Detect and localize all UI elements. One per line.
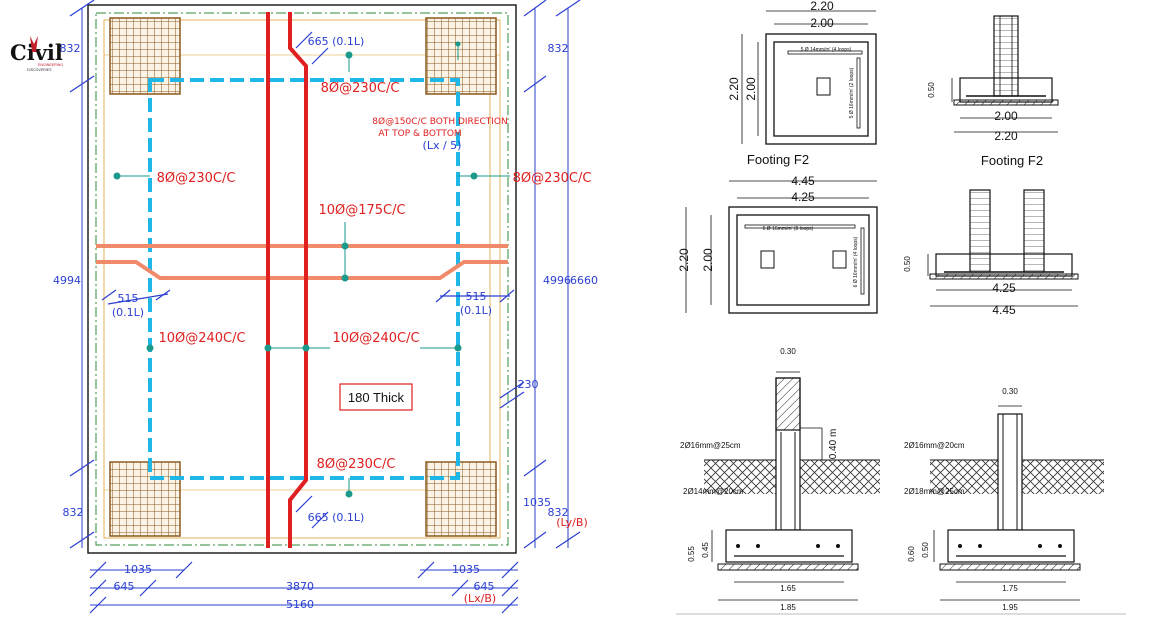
f1-plan-side-inner: 2.00 (744, 77, 758, 101)
logo: Civil ENGINEERING DISCOVERIES (10, 36, 63, 72)
f1-plan-outer: 2.20 (810, 0, 834, 13)
wall2-h2: 0.50 (921, 542, 930, 558)
wall1-section (704, 371, 880, 601)
logo-sub1: ENGINEERING (38, 63, 63, 67)
f2-note-side: 6 Ø 16mm/m' (4 loops) (853, 236, 859, 287)
wall2-h1: 0.60 (907, 546, 916, 562)
dim-bottom-5160: 5160 (286, 598, 314, 611)
f2-plan-side-inner: 2.00 (701, 248, 715, 272)
f2-title-right: Footing F2 (981, 153, 1043, 168)
wall2-bar1: 2Ø16mm@20cm (904, 441, 965, 450)
note-line-2: AT TOP & BOTTOM (378, 129, 461, 139)
f2-title-left: Footing F2 (747, 152, 809, 167)
slab-inner-line (95, 12, 509, 546)
f1-plan-inner: 2.00 (810, 16, 834, 30)
slab-outline (87, 4, 517, 554)
thickness-label: 180 Thick (348, 390, 405, 405)
footing1-plan (741, 10, 877, 145)
corner-column-bl (109, 461, 181, 537)
dim-bottom-1035-right: 1035 (452, 563, 480, 576)
corner-column-br (425, 461, 497, 537)
label-mid-bar: 10Ø@175C/C (318, 203, 405, 218)
footing2-section (927, 189, 1079, 307)
label-right-low: 10Ø@240C/C (332, 331, 419, 346)
wall1-outer: 1.85 (780, 603, 796, 612)
offset-top: 665 (0.1L) (308, 35, 365, 48)
dim-bottom-645-left: 645 (114, 580, 135, 593)
corner-column-tl (109, 17, 181, 95)
wall1-depth: 0.40 m (828, 429, 839, 460)
dim-230: 230 (518, 378, 539, 391)
cranked-bar-line (96, 260, 508, 280)
wall1-width: 0.30 (780, 347, 796, 356)
red-bar-right (288, 12, 308, 548)
dim-ly-b: (Ly/B) (556, 516, 587, 529)
f2-sec-h: 0.50 (903, 256, 912, 272)
f2-plan-side-outer: 2.20 (677, 248, 691, 272)
wall1-bar1: 2Ø16mm@25cm (680, 441, 741, 450)
logo-mark-icon (30, 36, 38, 52)
label-bottom-bar: 8Ø@230C/C (317, 457, 396, 472)
f2-sec-outer: 4.45 (992, 303, 1016, 317)
f1-plan-side-outer: 2.20 (727, 77, 741, 101)
wall1-inner: 1.65 (780, 584, 796, 593)
offset-bottom: 665 (0.1L) (308, 511, 365, 524)
right-01l: (0.1L) (460, 304, 492, 317)
note-line-3: (Lx / 5) (423, 139, 462, 152)
f1-sec-inner: 2.00 (994, 109, 1018, 123)
f1-note-top: 5 Ø 14mm/m' (4 loops) (801, 47, 852, 53)
wall1-bar2: 2Ø14mm@20cm (683, 487, 744, 496)
dim-left-top: 832 (60, 42, 81, 55)
f1-sec-h: 0.50 (927, 82, 936, 98)
left-515: 515 (118, 292, 139, 305)
dim-right-1035: 1035 (523, 496, 551, 509)
wall2-section (930, 405, 1104, 601)
dim-right-top: 832 (548, 42, 569, 55)
thickness-box (339, 383, 413, 411)
dim-left-middle: 4994 (53, 274, 81, 287)
footing2-plan (685, 180, 878, 314)
wall1-h1: 0.55 (687, 546, 696, 562)
dim-bottom-3870: 3870 (286, 580, 314, 593)
dim-right-total: 6660 (570, 274, 598, 287)
dim-right-bottom: 832 (548, 506, 569, 519)
dim-bottom-645-right: 645 (474, 580, 495, 593)
label-right-bar: 8Ø@230C/C (513, 171, 592, 186)
wall2-width: 0.30 (1002, 387, 1018, 396)
dim-bottom-1035-left: 1035 (124, 563, 152, 576)
label-left-low: 10Ø@240C/C (158, 331, 245, 346)
note-line-1: 8Ø@150C/C BOTH DIRECTION (372, 116, 507, 127)
f2-plan-outer: 4.45 (791, 174, 815, 188)
right-515: 515 (466, 290, 487, 303)
logo-sub2: DISCOVERIES (27, 68, 52, 72)
wall1-h2: 0.45 (701, 542, 710, 558)
left-01l: (0.1L) (112, 306, 144, 319)
f2-plan-inner: 4.25 (791, 190, 815, 204)
f2-note-top: 6 Ø 16mm/m' (8 loops) (763, 226, 814, 232)
dim-right-middle: 4996 (543, 274, 571, 287)
corner-column-tr (425, 17, 497, 95)
wall2-outer: 1.95 (1002, 603, 1018, 612)
wall2-bar2: 2Ø18mm@25cm (904, 487, 965, 496)
label-top-bar: 8Ø@230C/C (321, 81, 400, 96)
f2-sec-inner: 4.25 (992, 281, 1016, 295)
dim-lx-b: (Lx/B) (464, 592, 496, 605)
wall2-inner: 1.75 (1002, 584, 1018, 593)
f1-note-side: 5 Ø 16mm/m' (2 loops) (849, 67, 855, 118)
footing1-section (951, 15, 1059, 133)
slab-edge-line (103, 19, 501, 539)
dim-left-bottom: 832 (63, 506, 84, 519)
slab-plan: 832 4994 832 832 4996 6660 1035 832 (Ly/… (53, 0, 598, 614)
label-left-bar: 8Ø@230C/C (157, 171, 236, 186)
f1-sec-outer: 2.20 (994, 129, 1018, 143)
